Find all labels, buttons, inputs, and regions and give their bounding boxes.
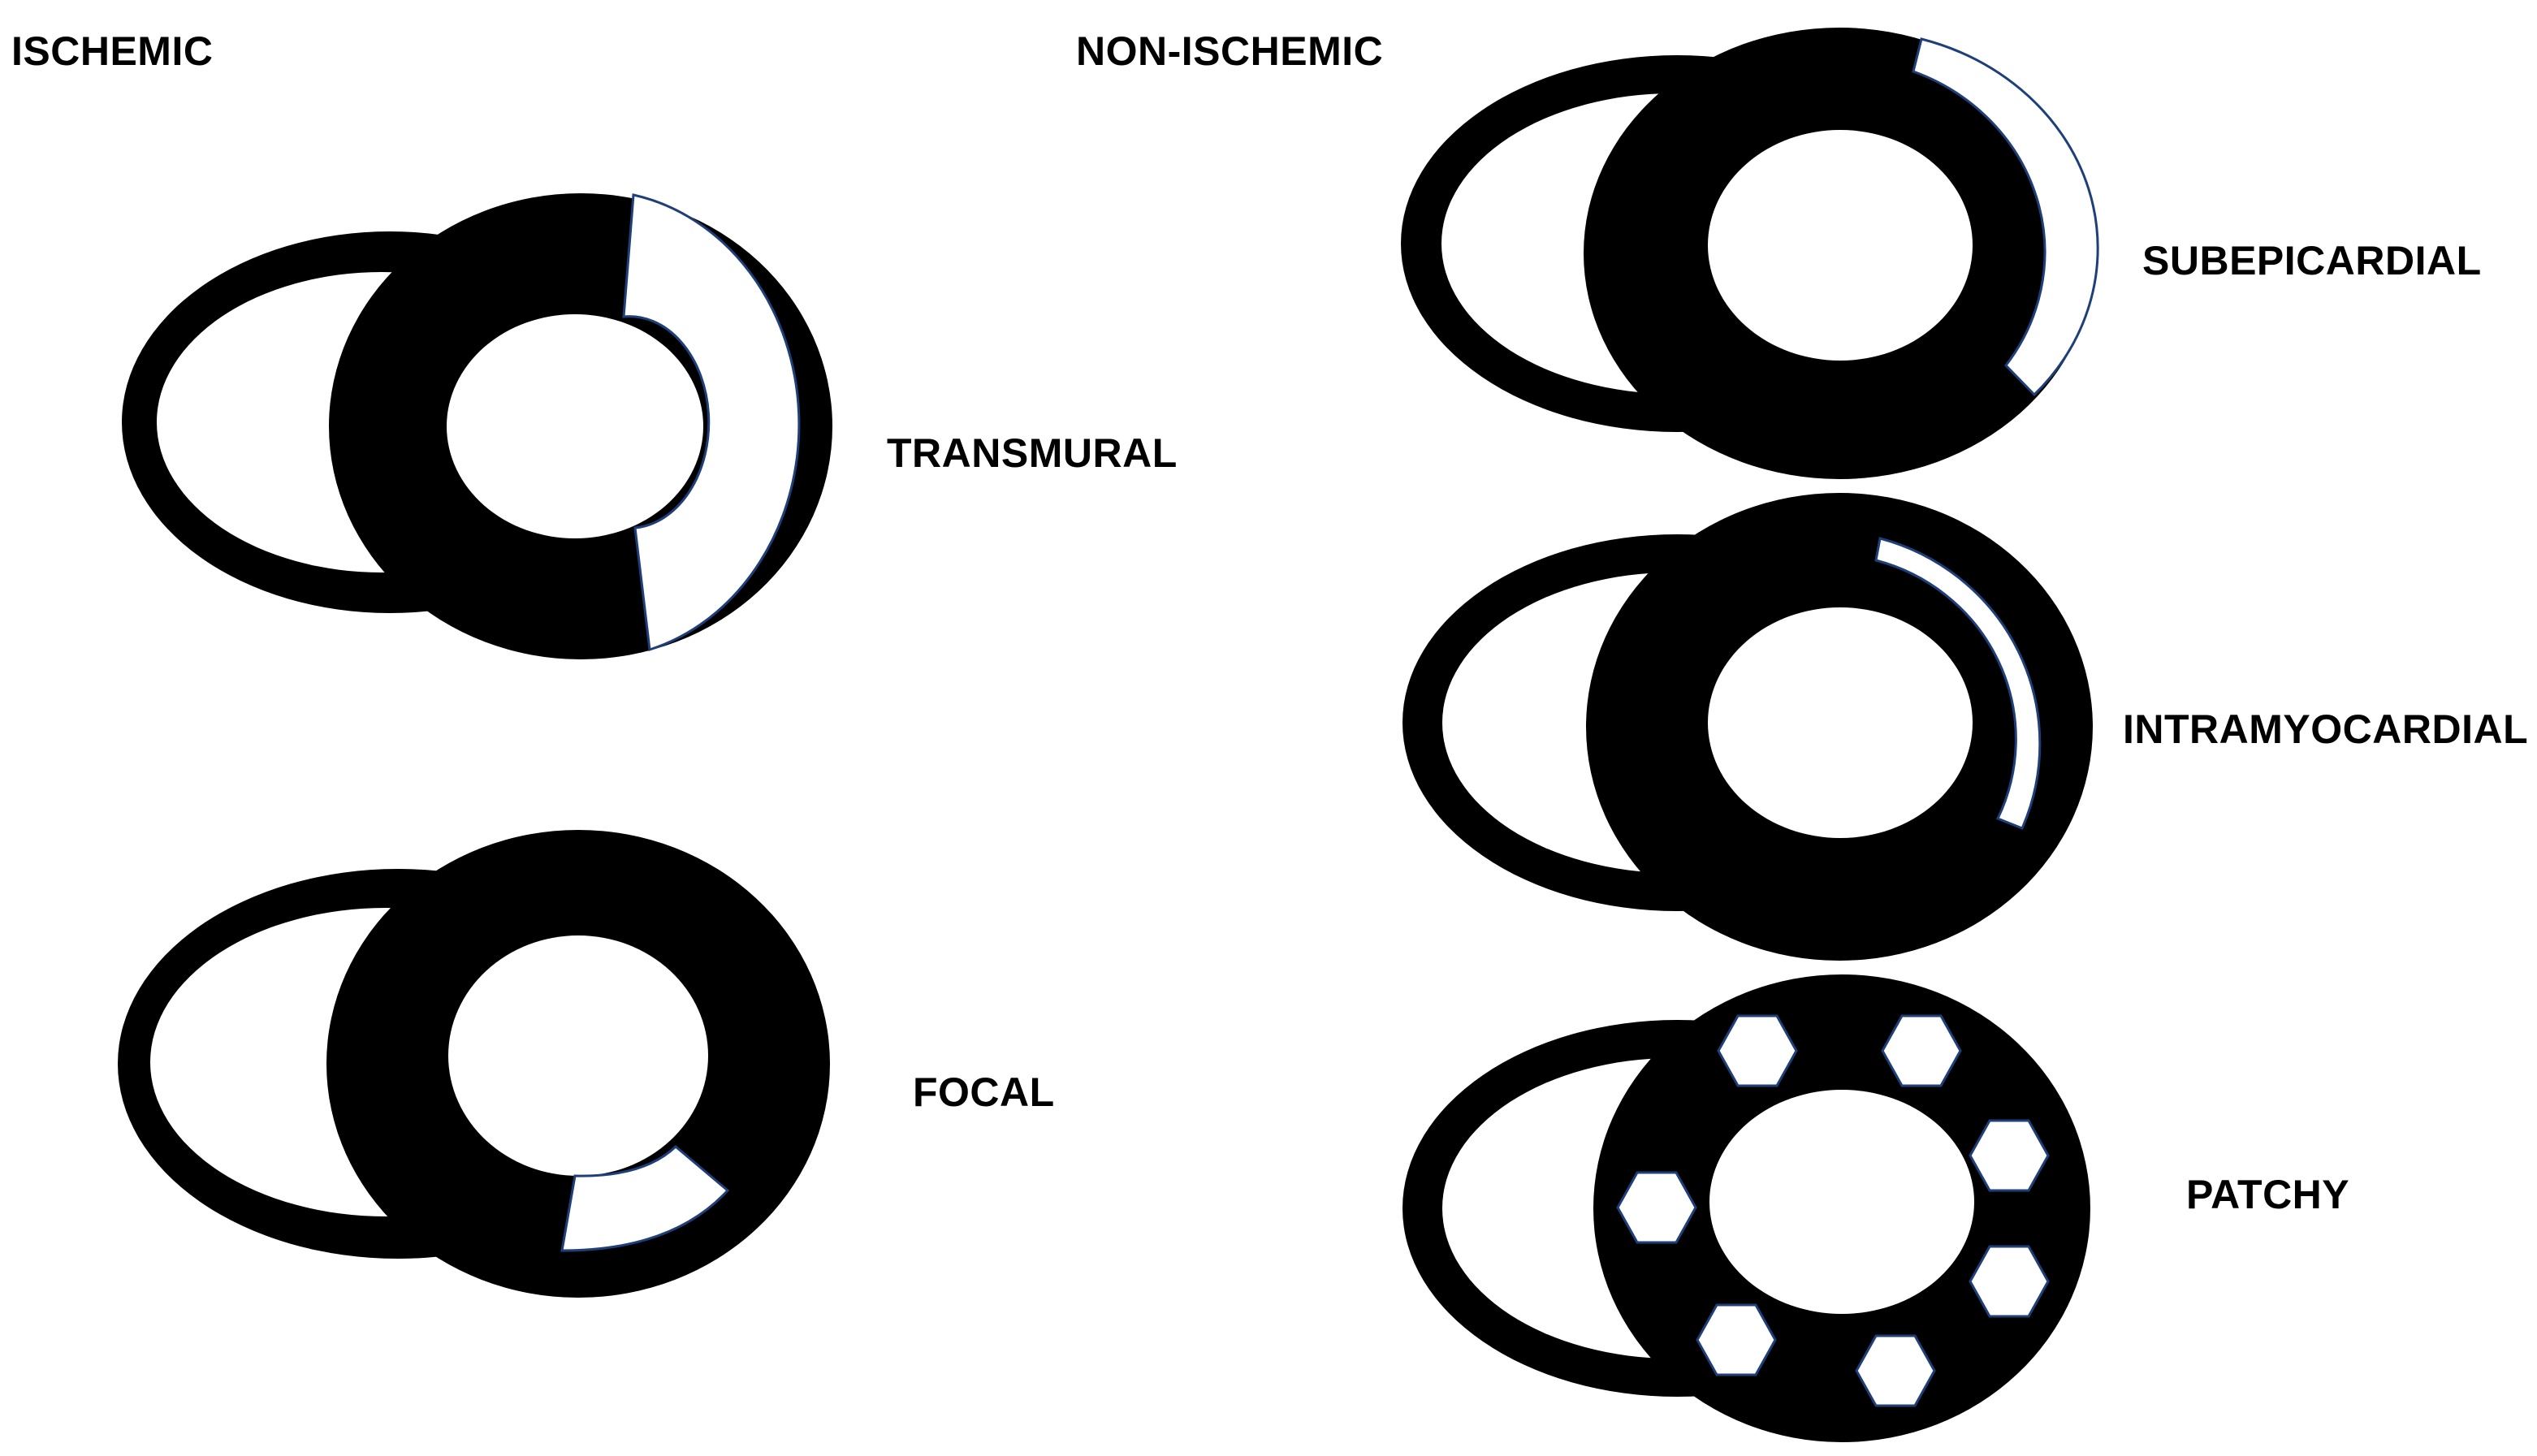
heart-patchy [1402,974,2090,1442]
label-focal: FOCAL [913,1069,1055,1115]
heart-intramyocardial [1402,493,2093,961]
left-ventricle-cavity [1709,1090,1974,1314]
label-subepicardial: SUBEPICARDIAL [2142,238,2482,283]
intramyocardial-scar [1874,537,2042,830]
focal-scar [560,1144,730,1252]
label-patchy: PATCHY [2186,1172,2349,1217]
patchy-scar-spot [1717,1014,1798,1087]
patchy-scar-spot [1969,1245,2050,1318]
label-intramyocardial: INTRAMYOCARDIAL [2123,706,2528,752]
heading-non-ischemic: NON-ISCHEMIC [1076,28,1383,74]
heart-focal [118,830,830,1298]
heading-ischemic: ISCHEMIC [11,28,213,74]
label-transmural: TRANSMURAL [887,430,1178,476]
patchy-scar-spot [1881,1014,1962,1087]
heart-subepicardial [1401,28,2099,479]
patchy-scar-spot [1616,1171,1697,1244]
left-ventricle-cavity [447,314,703,538]
left-ventricle-cavity [448,935,708,1176]
left-ventricle-cavity [1708,130,1973,361]
patchy-scar-spot [1855,1334,1936,1407]
heart-transmural [122,193,832,659]
patchy-scar-spots [1616,1014,2050,1407]
patchy-scar-spot [1696,1303,1777,1376]
transmural-scar [622,193,801,651]
patchy-scar-spot [1969,1119,2050,1192]
left-ventricle-cavity [1708,607,1973,838]
subepicardial-scar [1912,37,2099,397]
